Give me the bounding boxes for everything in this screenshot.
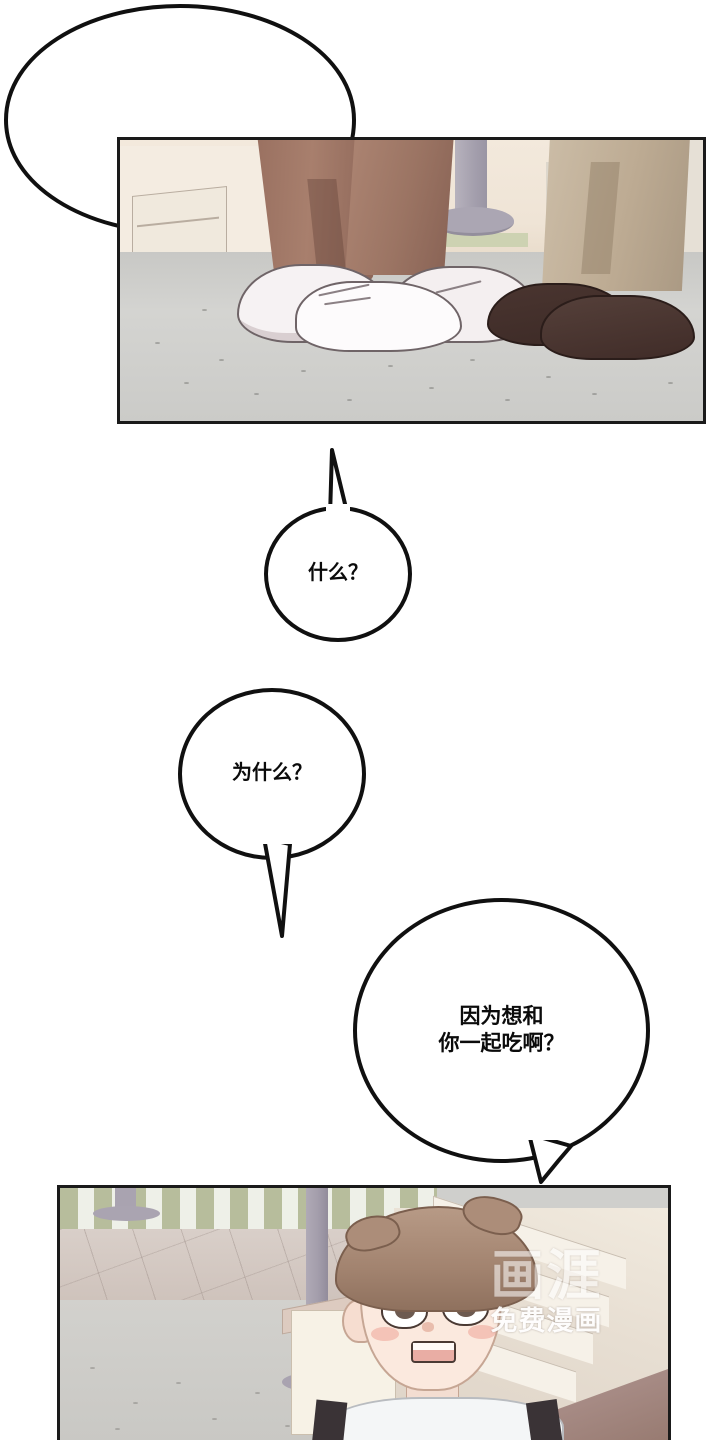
speech-bubble-why: 为什么？ <box>178 688 366 938</box>
speech-bubble-because-line2: 你一起吃啊？ <box>438 1031 565 1055</box>
speech-bubble-because: 因为想和 你一起吃啊？ <box>353 898 650 1184</box>
panel2-far-pole-base <box>93 1205 161 1222</box>
panel2-boy-backpack-strap-right <box>525 1399 563 1440</box>
speech-bubble-because-line1: 因为想和 <box>459 1004 544 1028</box>
panel2-boy-mouth <box>411 1340 457 1364</box>
shoes-on-pavement-panel <box>117 137 706 424</box>
panel1-pillar <box>455 140 488 219</box>
panel2-boy-blush-left <box>370 1326 399 1341</box>
panel2-boy-blush-right <box>467 1324 496 1339</box>
speech-bubble-what-text: 什么？ <box>308 562 368 585</box>
panel2-boy-backpack-strap-left <box>312 1399 348 1440</box>
panel1-right-slacks <box>541 140 690 292</box>
panel2-boy-nose <box>421 1322 435 1332</box>
panel1-left-pant-leg-b <box>345 140 455 275</box>
panel2-boy-character <box>309 1188 564 1440</box>
panel1-white-sneaker-front <box>294 280 463 352</box>
surprised-boy-panel: 画涯 免费漫画 <box>57 1185 671 1440</box>
panel2-boy-teeth <box>413 1342 455 1350</box>
panel2-boy-shirt <box>324 1397 564 1440</box>
panel2-far-pole <box>114 1188 136 1211</box>
speech-bubble-why-text: 为什么？ <box>232 762 312 785</box>
panel1-dress-shoe-front <box>539 294 696 361</box>
speech-bubble-what: 什么？ <box>264 448 412 642</box>
